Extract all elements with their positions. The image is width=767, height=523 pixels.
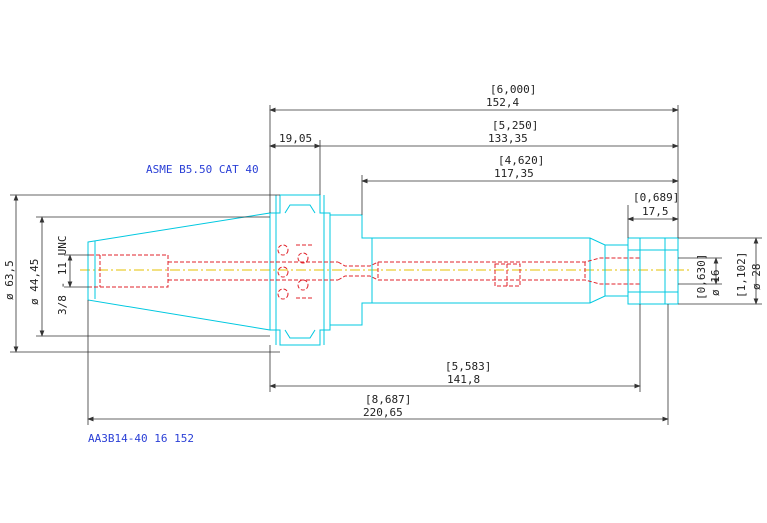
dim-body-length-inch: [4,620] — [498, 154, 544, 167]
thread-bore — [90, 254, 169, 288]
dim-flange-width-mm: 19,05 — [279, 132, 312, 145]
dim-body-length-mm: 117,35 — [494, 167, 534, 180]
neck — [330, 214, 373, 326]
dim-gauge-to-nut-inch: [5,583] — [445, 360, 491, 373]
hidden-features — [90, 244, 640, 300]
dim-overall-mm: 152,4 — [486, 96, 519, 109]
dim-nut-dia-inch: [1,102] — [735, 252, 748, 298]
dim-flange-to-end-inch: [5,250] — [492, 119, 538, 132]
holder-outline — [87, 194, 679, 346]
dim-taper-small-dia: ø 44,45 — [28, 259, 41, 305]
dim-nut-length-mm: 17,5 — [642, 205, 669, 218]
part-number-label: AA3B14-40 16 152 — [88, 432, 194, 445]
dimension-texts: [6,000] 152,4 [5,250] 133,35 19,05 [4,62… — [3, 83, 763, 419]
dim-nut-dia-mm: ø 28 — [750, 264, 763, 291]
dim-total-length-inch: [8,687] — [365, 393, 411, 406]
dim-gauge-to-nut-mm: 141,8 — [447, 373, 480, 386]
flange — [270, 194, 331, 346]
nut — [627, 237, 679, 305]
standard-label: ASME B5.50 CAT 40 — [146, 163, 259, 176]
taper-shank — [87, 212, 271, 331]
dim-thread: 3/8 - 11 UNC — [56, 236, 69, 315]
dim-bore-dia-inch: [0,630] — [695, 254, 708, 300]
dimension-lines — [10, 105, 762, 425]
dim-taper-dia: ø 63,5 — [3, 260, 16, 300]
dim-total-length-mm: 220,65 — [363, 406, 403, 419]
dim-bore-dia-mm: ø 16 — [709, 270, 722, 297]
dim-overall-inch: [6,000] — [490, 83, 536, 96]
dim-flange-to-end-mm: 133,35 — [488, 132, 528, 145]
dim-nut-length-inch: [0,689] — [633, 191, 679, 204]
